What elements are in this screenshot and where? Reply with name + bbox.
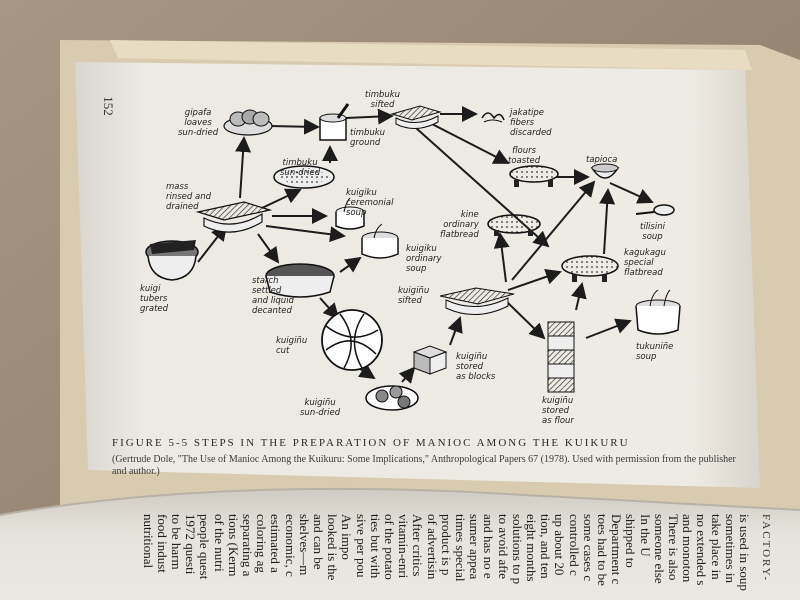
facing-page-line: people quest <box>197 514 213 580</box>
label-kine-flatbread: kine ordinary flatbread <box>440 210 479 240</box>
kuiginu-flour-stack-illustration <box>547 321 575 393</box>
label-kuiginu-flour: kuigiñu stored as flour <box>542 396 574 426</box>
facing-page-header: FACTORY- <box>760 514 772 583</box>
facing-page-line: economic, c <box>282 514 298 577</box>
label-tukuninhe-soup: tukuniñe soup <box>636 342 674 362</box>
facing-page-line: vitamin-enri <box>396 514 412 579</box>
facing-page-line: 1972 questi <box>183 514 199 575</box>
facing-page-line: After critics <box>410 514 426 577</box>
label-flours-toasted: flours toasted <box>508 146 541 166</box>
facing-page-line: and can be <box>311 514 326 570</box>
facing-page-line: tions (Kerm <box>225 514 241 577</box>
label-tilisini-soup: tilisini soup <box>640 222 665 242</box>
upper-page <box>75 62 760 488</box>
label-kuiginu-sifted: kuigiñu sifted <box>398 286 430 306</box>
tukuninhe-soup-pot-illustration <box>635 289 681 335</box>
lower-page <box>0 488 800 600</box>
facing-page-line: solutions to p <box>509 514 525 585</box>
facing-page-line: An impo <box>339 514 355 560</box>
facing-page-line: ties but with <box>367 514 383 579</box>
ordinary-soup-pot-illustration <box>361 223 399 259</box>
label-kuiginu-sundried: kuigiñu sun-dried <box>300 398 341 418</box>
label-timbuku-sundried: timbuku sun-dried <box>280 158 321 178</box>
flow-arrows <box>197 106 654 384</box>
facing-page-line: up about 20 <box>552 514 568 576</box>
facing-page-line: of the nutri <box>211 514 227 572</box>
label-tapioca: tapioca <box>586 155 618 165</box>
label-kuigiku-ceremonial: kuigiku ceremonial soup <box>346 188 394 218</box>
timbuku-sundried-illustration <box>273 165 335 189</box>
facing-page-line: of the potato <box>382 514 397 580</box>
facing-page-line: food indust <box>154 514 170 573</box>
label-kuigiku-ordinary: kuigiku ordinary soup <box>406 244 442 274</box>
facing-page-line: looked is the <box>325 514 341 581</box>
facing-page-line: to be harm <box>169 514 184 570</box>
facing-page-line: no extended s <box>694 514 710 586</box>
ceremonial-soup-pot-illustration <box>335 197 365 230</box>
facing-page-line: some cases c <box>580 514 596 582</box>
facing-page-line: and has no e <box>481 514 497 579</box>
facing-page-line: and monoton <box>680 514 696 583</box>
facing-page-line: coloring ag <box>254 514 270 573</box>
label-gipafa-loaves: gipafa loaves sun-dried <box>178 108 219 138</box>
facing-page-line: sumer appea <box>467 514 483 580</box>
kine-flatbread-illustration <box>487 214 541 236</box>
figure-credit: (Gertrude Dole, "The Use of Manioc Among… <box>112 454 736 477</box>
facing-page-line: estimated a <box>268 514 284 573</box>
tapioca-bowl-illustration <box>590 163 620 179</box>
facing-page-line: take place in <box>708 514 724 580</box>
label-kagukagu-flatbread: kagukagu special flatbread <box>624 248 666 278</box>
facing-page-line: sive per pou <box>353 514 369 578</box>
label-kuigi-tubers-grated: kuigi tubers grated <box>140 284 169 314</box>
label-timbuku-sifted: timbuku sifted <box>365 90 401 110</box>
facing-page-line: nutritional <box>140 514 156 569</box>
gipafa-loaves-illustration <box>223 109 273 136</box>
mortar-illustration <box>319 103 350 141</box>
facing-page-line: of advertisin <box>424 514 440 580</box>
kuiginu-blocks-illustration <box>412 345 448 375</box>
kuiginu-sifter-illustration <box>439 287 515 316</box>
facing-page-line: product is p <box>438 514 454 576</box>
label-jakatipe-fibers: jakatipe fibers discarded <box>510 108 552 138</box>
tilisini-spoon-illustration <box>635 204 675 216</box>
facing-page-line: eight months <box>524 514 539 582</box>
kuigi-tubers-illustration <box>145 240 199 281</box>
facing-page-line: Department c <box>609 514 625 585</box>
facing-page-line: tion, and ten <box>538 514 554 579</box>
starch-basin-illustration <box>265 263 335 298</box>
page-number: 152 <box>100 96 116 116</box>
label-kuiginu-blocks: kuigiñu stored as blocks <box>456 352 496 382</box>
kagukagu-flatbread-illustration <box>561 255 619 282</box>
mass-basket-illustration <box>195 201 273 233</box>
label-starch-settled: starch settled and liquid decanted <box>252 276 294 316</box>
facing-page-line: There is also <box>666 514 681 581</box>
griddle-toasted-illustration <box>509 165 559 187</box>
facing-page-line: toes had to be <box>595 514 610 586</box>
facing-page-line: controlled c <box>566 514 582 576</box>
label-kuiginu-cut: kuigiñu cut <box>276 336 308 356</box>
label-mass-rinsed: mass rinsed and drained <box>166 182 211 212</box>
facing-page-line: someone else <box>651 514 667 584</box>
facing-page-line: separating a <box>240 514 255 577</box>
label-timbuku-ground: timbuku ground <box>350 128 386 148</box>
jakatipe-fibers-illustration <box>481 112 505 123</box>
kuiginu-cut-illustration <box>321 309 383 371</box>
timbuku-sifter-illustration <box>390 105 442 129</box>
facing-page-line: is used in soup <box>737 514 752 591</box>
figure-caption: FIGURE 5-5 STEPS IN THE PREPARATION OF M… <box>112 437 630 449</box>
facing-page-line: times special <box>453 514 468 582</box>
facing-page-line: shipped to <box>623 514 639 568</box>
kuiginu-sundried-illustration <box>365 385 419 411</box>
facing-page-line: shelves—m <box>296 514 312 576</box>
facing-page-line: sometimes in <box>722 514 738 583</box>
facing-page-line: In the U <box>637 514 653 557</box>
facing-page-line: to avoid afte <box>495 514 511 579</box>
